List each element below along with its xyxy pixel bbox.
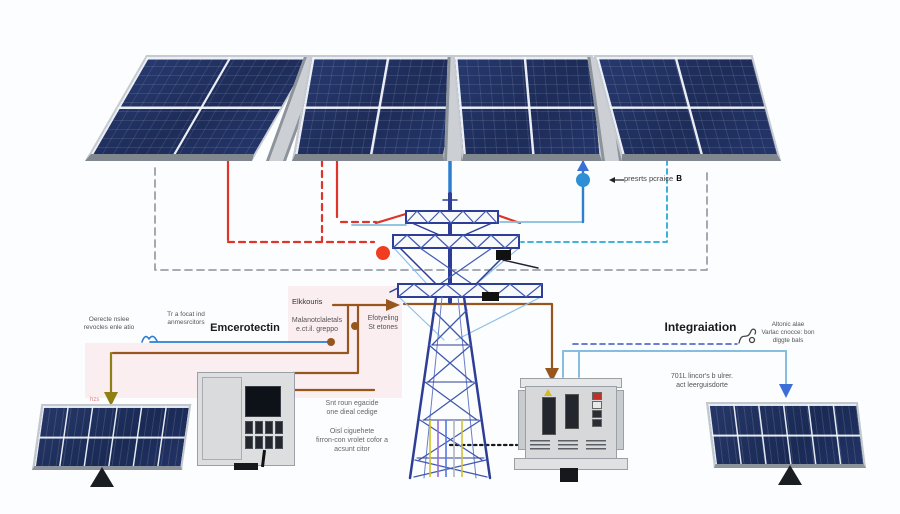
control-cabinet: [197, 372, 295, 470]
label-line: Altonic alae: [771, 321, 805, 328]
cabinet-door: [202, 377, 242, 460]
indicator-red: [592, 392, 602, 400]
cabinet-button: [275, 421, 283, 434]
cabinet-button: [245, 421, 253, 434]
label-etching: Efotyeling St etones: [360, 314, 406, 332]
cabinet-screen: [245, 386, 281, 417]
label-line: Elkkouris: [292, 297, 323, 306]
cabinet-flange: [616, 390, 624, 450]
label-integration: Integraiation: [663, 320, 738, 336]
label-line: hzs: [90, 397, 100, 403]
bracket-icon: [141, 335, 158, 343]
olive-down-arrow: [104, 392, 118, 406]
label-line: Emcerotectin: [210, 322, 280, 334]
cabinet-button: [245, 436, 253, 449]
label-atomic: Altonic alae Varlac cnocce: bon dlggte b…: [752, 321, 824, 346]
vent-grille: [586, 440, 606, 452]
label-left-note-a: Oerecte nslee revocles enle atio: [78, 316, 140, 333]
tower-cables: [429, 420, 463, 477]
label-line: dlggte bals: [772, 337, 804, 345]
label-line: anmesrcitors: [167, 319, 205, 327]
insulator-box: [496, 250, 511, 260]
cabinet-button: [255, 421, 263, 434]
array-panel-4: [593, 55, 781, 161]
warning-triangle-icon: [544, 389, 552, 396]
cabinet-button: [275, 436, 283, 449]
cabinet-slot: [565, 394, 579, 429]
lightblue-links: [351, 221, 584, 226]
transformer-cabinet: [514, 378, 628, 482]
label-emitter: Emcerotectin: [200, 321, 290, 335]
array-panel-3: [452, 55, 602, 161]
cyan-dashed-route: [520, 159, 668, 243]
vent-grille: [558, 440, 578, 452]
label-line: 701L lincor's b ulrer.: [670, 373, 734, 380]
cabinet-foot: [560, 468, 578, 482]
brown-node-marker: [327, 338, 335, 346]
vent-grille: [530, 440, 550, 452]
insulator-box: [482, 292, 499, 301]
marker-note-b: B: [676, 174, 682, 183]
indicator-light: [592, 401, 602, 409]
label-line: Oerecte nslee: [88, 316, 130, 323]
brown-routes: [109, 302, 554, 394]
blue-node-marker: [576, 173, 590, 187]
brown-down-arrow: [545, 368, 559, 382]
indicator-dark: [592, 419, 602, 427]
label-note-mid: Snt roun egacide one dieal cedige: [303, 399, 401, 417]
array-panel-2: [292, 55, 463, 161]
label-line: e.ct.il. greppo: [295, 326, 339, 334]
label-line: Integraiation: [664, 320, 737, 334]
label-right-note: 701L lincor's b ulrer. act leerguisdorte: [652, 372, 752, 390]
label-line: Malanotclaletals: [291, 317, 343, 324]
label-materials: Malanotclaletals e.ct.il. greppo: [286, 316, 348, 334]
label-left-note-b: Tr a focat ind anmesrcitors: [158, 311, 214, 328]
label-line: Snt roun egacide: [325, 400, 379, 407]
marker-note-text: presrts pcraice: [624, 174, 674, 183]
label-line: firron-con vrolet cofor a: [316, 437, 388, 445]
cabinet-button: [265, 436, 273, 449]
label-line: revocles enle atio: [83, 324, 135, 332]
red-node-marker: [376, 246, 390, 260]
ground-panel-right: [705, 402, 866, 468]
label-line: Efotyeling: [367, 315, 399, 322]
cabinet-slot: [542, 397, 556, 435]
label-line: Oisl ciguehete: [329, 428, 375, 435]
brown-node-marker: [351, 322, 359, 330]
blue-up-arrow: [577, 160, 589, 171]
cabinet-flange: [518, 390, 526, 450]
gray-dashed-route: [154, 167, 708, 271]
label-line: Varlac cnocce: bon: [761, 329, 815, 337]
label-line: one dieal cedige: [326, 409, 378, 417]
indicator-dark: [592, 410, 602, 418]
cabinet-button: [255, 436, 263, 449]
label-line: act leerguisdorte: [676, 382, 728, 390]
label-tiny-red: hzs: [90, 397, 99, 403]
blue-routes: [149, 150, 787, 385]
label-line: Tr a focat ind: [167, 311, 205, 318]
label-elkkouris: Elkkouris: [292, 297, 322, 307]
label-note-mid2: Oisl ciguehete firron-con vrolet cofor a…: [299, 427, 405, 454]
transmission-tower: [389, 192, 543, 480]
cabinet-button: [265, 421, 273, 434]
cabinet-foot: [234, 463, 258, 470]
label-line: St etones: [368, 324, 398, 332]
ground-panel-left: [32, 404, 192, 470]
blue-down-arrow: [779, 384, 793, 398]
pointer-dash-icon: [609, 177, 624, 183]
cabinet-cable: [260, 449, 267, 468]
brown-right-arrow: [386, 299, 400, 311]
label-marker-note: presrts pcraice B: [607, 174, 682, 183]
squiggle-icon: [738, 328, 757, 344]
label-line: acsunt citor: [334, 446, 370, 454]
